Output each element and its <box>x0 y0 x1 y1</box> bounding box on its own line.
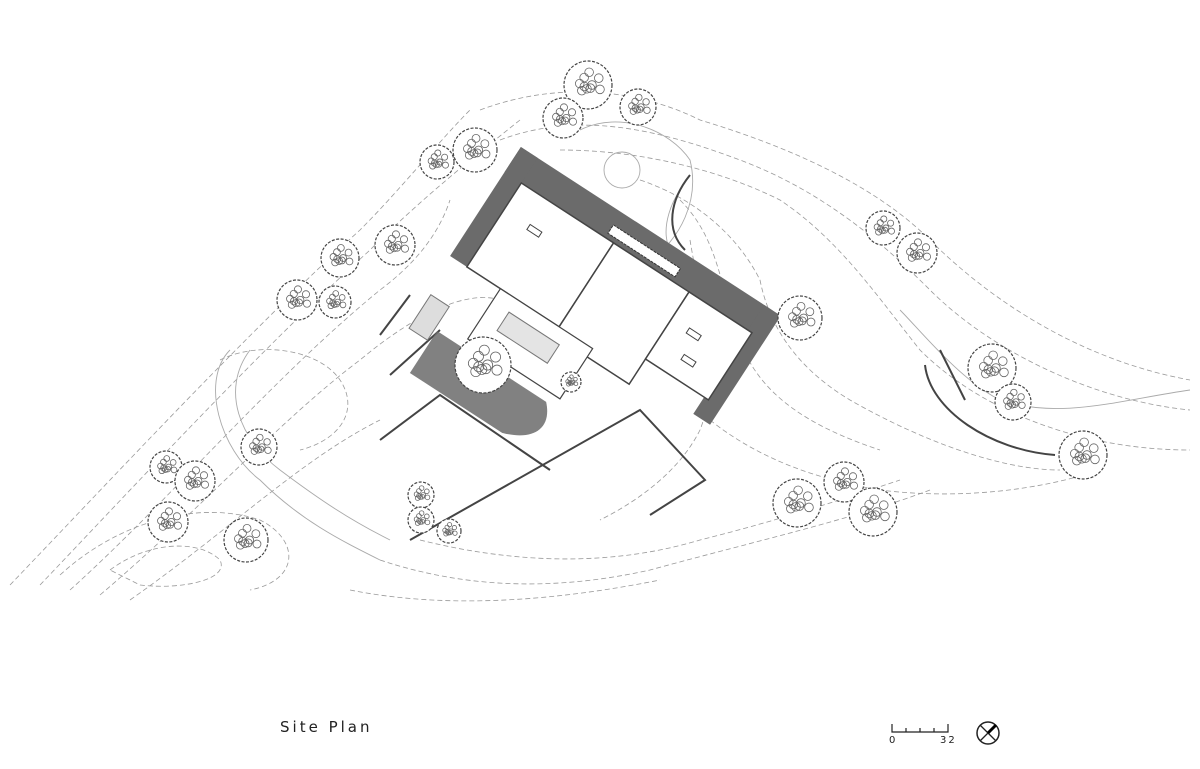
scale-bar <box>891 724 949 733</box>
tree-icon <box>240 428 278 466</box>
tree-icon <box>407 481 435 509</box>
trees <box>147 60 1108 563</box>
tree-icon <box>407 506 435 534</box>
tree-icon <box>454 336 512 394</box>
tree-icon <box>772 478 822 528</box>
tree-icon <box>967 343 1017 393</box>
tree-icon <box>374 224 416 266</box>
tree-icon <box>896 232 938 274</box>
tree-icon <box>318 285 352 319</box>
tree-icon <box>1058 430 1108 480</box>
tree-icon <box>865 210 901 246</box>
tree-icon <box>149 450 183 484</box>
driveway-and-paths <box>215 121 1191 561</box>
drawing-title: Site Plan <box>280 718 373 736</box>
tree-icon <box>147 501 189 543</box>
tree-icon <box>452 127 498 173</box>
tree-icon <box>542 97 584 139</box>
scale-start-label: 0 <box>889 735 898 746</box>
scale-end-label: 32 <box>940 735 957 746</box>
tree-icon <box>619 88 657 126</box>
tree-icon <box>436 518 462 544</box>
tree-icon <box>848 487 898 537</box>
tree-icon <box>777 295 823 341</box>
paved-area <box>408 293 450 341</box>
tree-icon <box>174 460 216 502</box>
tree-icon <box>276 279 318 321</box>
tree-icon <box>823 461 865 503</box>
tree-icon <box>563 60 613 110</box>
tree-icon <box>320 238 360 278</box>
tree-icon <box>223 517 269 563</box>
site-plan-drawing <box>9 60 1191 602</box>
tree-icon <box>560 371 582 393</box>
north-arrow-icon <box>976 721 1000 745</box>
retaining-walls <box>379 174 1056 541</box>
tree-icon <box>419 144 455 180</box>
house-footprint <box>409 146 781 436</box>
tree-icon <box>994 383 1032 421</box>
